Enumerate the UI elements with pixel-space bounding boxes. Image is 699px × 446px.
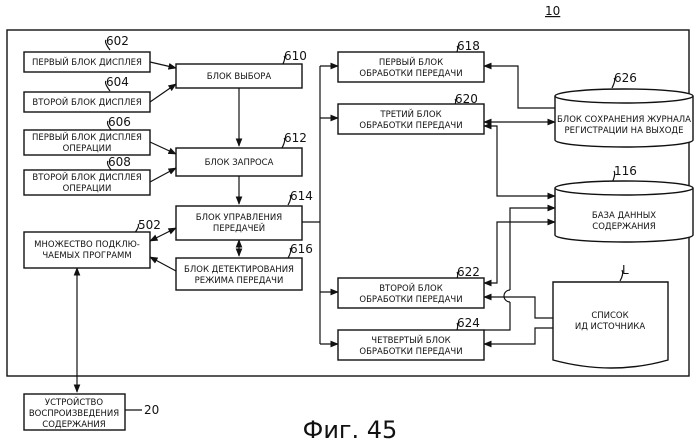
ref-606: 606 [108, 115, 131, 129]
arrow-616-502 [150, 257, 176, 271]
arrow-604-610 [150, 84, 176, 102]
ref-604: 604 [106, 75, 129, 89]
label-602: ПЕРВЫЙ БЛОК ДИСПЛЕЯ [32, 56, 142, 68]
ref-20: 20 [144, 403, 159, 417]
arrow-622-116 [484, 222, 555, 283]
ref-610: 610 [284, 49, 307, 63]
label-616: БЛОК ДЕТЕКТИРОВАНИЯРЕЖИМА ПЕРЕДАЧИ [184, 265, 294, 286]
label-626: БЛОК СОХРАНЕНИЯ ЖУРНАЛАРЕГИСТРАЦИИ НА ВЫ… [557, 115, 691, 136]
arrow-608-612 [150, 168, 176, 182]
arrow-626-618 [484, 66, 555, 108]
ref-614: 614 [290, 189, 313, 203]
ref-620: 620 [455, 92, 478, 106]
arrow-602-610 [150, 62, 176, 68]
label-624: ЧЕТВЕРТЫЙ БЛОКОБРАБОТКИ ПЕРЕДАЧИ [359, 334, 462, 357]
label-116: БАЗА ДАННЫХСОДЕРЖАНИЯ [592, 211, 656, 232]
block-614-transfer-control [176, 206, 302, 240]
arrow-L-622 [484, 297, 553, 318]
line-624-116-b [510, 208, 555, 290]
ref-608: 608 [108, 155, 131, 169]
ref-502: 502 [138, 218, 161, 232]
label-612: БЛОК ЗАПРОСА [205, 158, 274, 168]
ref-616: 616 [290, 242, 313, 256]
label-502: МНОЖЕСТВО ПОДКЛЮ-ЧАЕМЫХ ПРОГРАММ [34, 240, 140, 261]
figure-caption: Фиг. 45 [303, 416, 398, 444]
ref-612: 612 [284, 131, 307, 145]
ref-L: L [622, 263, 629, 277]
ref-116: 116 [614, 164, 637, 178]
arrow-620-116 [484, 126, 555, 196]
arrow-606-612 [150, 142, 176, 154]
label-610: БЛОК ВЫБОРА [207, 72, 272, 82]
label-604: ВТОРОЙ БЛОК ДИСПЛЕЯ [32, 96, 141, 108]
ref-626: 626 [614, 71, 637, 85]
ref-602: 602 [106, 34, 129, 48]
ref-622: 622 [457, 265, 480, 279]
ref-624: 624 [457, 316, 480, 330]
system-number: 10 [545, 4, 560, 18]
line-624-116-a [484, 302, 510, 330]
line-hop [504, 290, 510, 302]
ref-618: 618 [457, 39, 480, 53]
block-502-plugins [24, 232, 150, 268]
